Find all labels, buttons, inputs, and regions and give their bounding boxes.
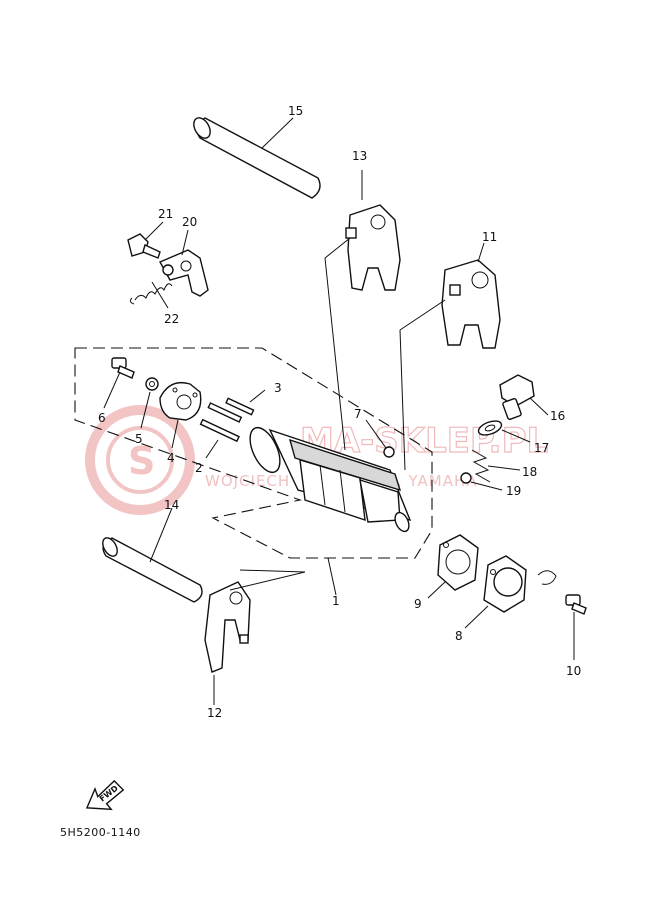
- watermark-logo-ring: [85, 405, 195, 515]
- callout-19: 19: [506, 484, 521, 498]
- part-22-spring: [129, 283, 173, 305]
- watermark-logo-inner: [106, 426, 174, 494]
- part-5-washer: [145, 377, 159, 391]
- part-20-stopper-lever: [159, 249, 209, 297]
- part-9-gasket: [437, 534, 479, 591]
- part-4-segment: [159, 381, 202, 421]
- part-19-ball: [460, 472, 472, 484]
- part-10-screw: [565, 594, 587, 615]
- part-2-pins: [199, 418, 240, 443]
- callout-18: 18: [522, 465, 537, 479]
- part-8-cover: [483, 555, 527, 613]
- callout-labels: 1 2 3 4 5 6 7 8 9 10 11 12 13 14 15 16 1…: [98, 104, 581, 720]
- callout-8: 8: [455, 629, 463, 643]
- part-6-screw: [111, 357, 135, 379]
- callout-4: 4: [167, 451, 175, 465]
- part-13-shift-fork: [345, 204, 401, 291]
- callout-3: 3: [274, 381, 282, 395]
- part-16-plug-bolt: [499, 374, 535, 420]
- part-15-guide-bar: [193, 117, 321, 199]
- part-1-shift-drum: [249, 426, 412, 533]
- assembly-outline: [74, 347, 433, 559]
- circlip: [537, 570, 557, 585]
- callout-5: 5: [135, 432, 143, 446]
- callout-11: 11: [482, 230, 497, 244]
- callout-20: 20: [182, 215, 197, 229]
- callout-9: 9: [414, 597, 422, 611]
- part-14-guide-bar: [102, 537, 203, 603]
- callout-12: 12: [207, 706, 222, 720]
- callout-2: 2: [195, 461, 203, 475]
- callout-17: 17: [534, 441, 549, 455]
- callout-1: 1: [332, 594, 340, 608]
- callout-6: 6: [98, 411, 106, 425]
- callout-7: 7: [354, 407, 362, 421]
- callout-15: 15: [288, 104, 303, 118]
- part-11-shift-fork: [441, 259, 501, 349]
- watermark-logo-letter: S: [128, 439, 155, 483]
- callout-21: 21: [158, 207, 173, 221]
- part-17-gasket: [477, 420, 503, 436]
- part-3-pins: [207, 397, 255, 423]
- callout-10: 10: [566, 664, 581, 678]
- callout-13: 13: [352, 149, 367, 163]
- diagram-code: 5H5200-1140: [60, 826, 141, 839]
- part-7-ball: [383, 446, 395, 458]
- fwd-arrow-icon: FWD: [85, 779, 125, 811]
- callout-22: 22: [164, 312, 179, 326]
- part-12-shift-fork: [204, 581, 251, 673]
- part-21-bolt: [127, 233, 161, 259]
- part-18-spring: [471, 449, 491, 483]
- callout-14: 14: [164, 498, 179, 512]
- callout-16: 16: [550, 409, 565, 423]
